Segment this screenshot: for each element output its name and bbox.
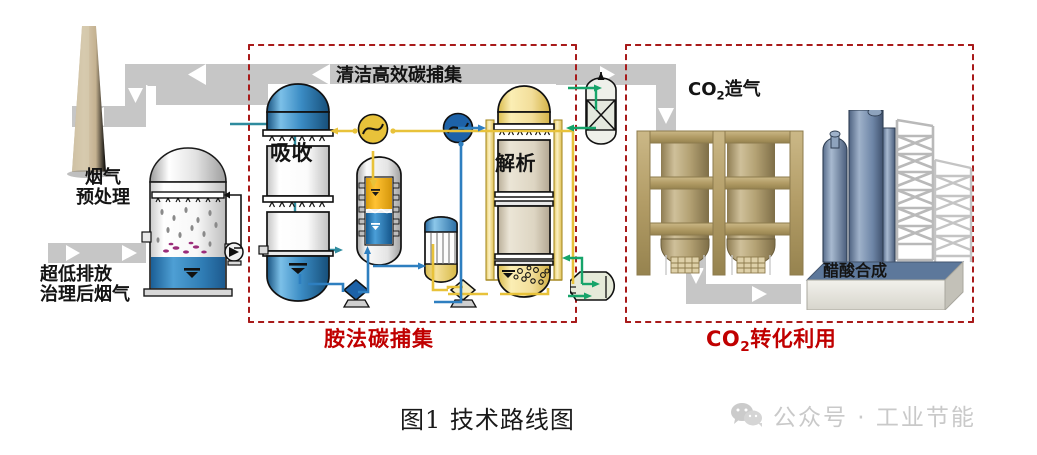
gasifier-title-rest: 造气 xyxy=(724,79,761,100)
stripper-column-label: 解析 xyxy=(495,151,536,175)
inlet-gas-label-line2: 治理后烟气 xyxy=(40,284,130,306)
absorber-column xyxy=(258,83,334,302)
figure-caption: 图1 技术路线图 xyxy=(400,406,575,434)
pretreatment-label-line1: 烟气 xyxy=(85,167,121,188)
pretreatment-label-line2: 预处理 xyxy=(76,187,130,209)
gasifier-title-subscript: 2 xyxy=(716,88,725,103)
absorber-column-label: 吸收 xyxy=(270,141,313,165)
pretreatment-label: 烟气 预处理 xyxy=(76,167,130,209)
gasifier-title: CO2造气 xyxy=(688,79,761,103)
utilization-footer-subscript: 2 xyxy=(740,339,751,356)
co2-product-piping xyxy=(562,84,602,300)
lean-rich-heat-exchanger xyxy=(357,113,389,145)
watermark-text: 公众号 · 工业节能 xyxy=(773,405,976,431)
pretreatment-scrubber-tower xyxy=(141,147,244,297)
amine-capture-boundary xyxy=(248,44,577,323)
capture-section-footer: 胺法碳捕集 xyxy=(324,327,434,351)
utilization-section-footer: CO2转化利用 xyxy=(706,327,837,356)
stripper-column xyxy=(485,85,563,298)
utilization-footer-co: CO xyxy=(706,327,741,351)
gasifier-title-co: CO xyxy=(688,79,717,100)
inlet-gas-label: 超低排放 治理后烟气 xyxy=(40,264,130,306)
rich-amine-pump xyxy=(342,279,371,308)
inlet-gas-label-line1: 超低排放 xyxy=(40,264,112,285)
co2-gasifier-unit xyxy=(636,130,804,276)
capture-section-title: 清洁高效碳捕集 xyxy=(336,65,462,86)
co2-utilization-boundary xyxy=(625,44,974,323)
chimney-stack xyxy=(67,26,111,178)
acetic-acid-plant-label: 醋酸合成 xyxy=(823,261,888,280)
watermark: 公众号 · 工业节能 xyxy=(730,398,976,432)
wechat-icon xyxy=(731,403,762,427)
amine-flash-vessel xyxy=(356,156,402,266)
acetic-acid-synthesis-plant xyxy=(805,110,973,310)
utilization-footer-rest: 转化利用 xyxy=(750,327,837,351)
